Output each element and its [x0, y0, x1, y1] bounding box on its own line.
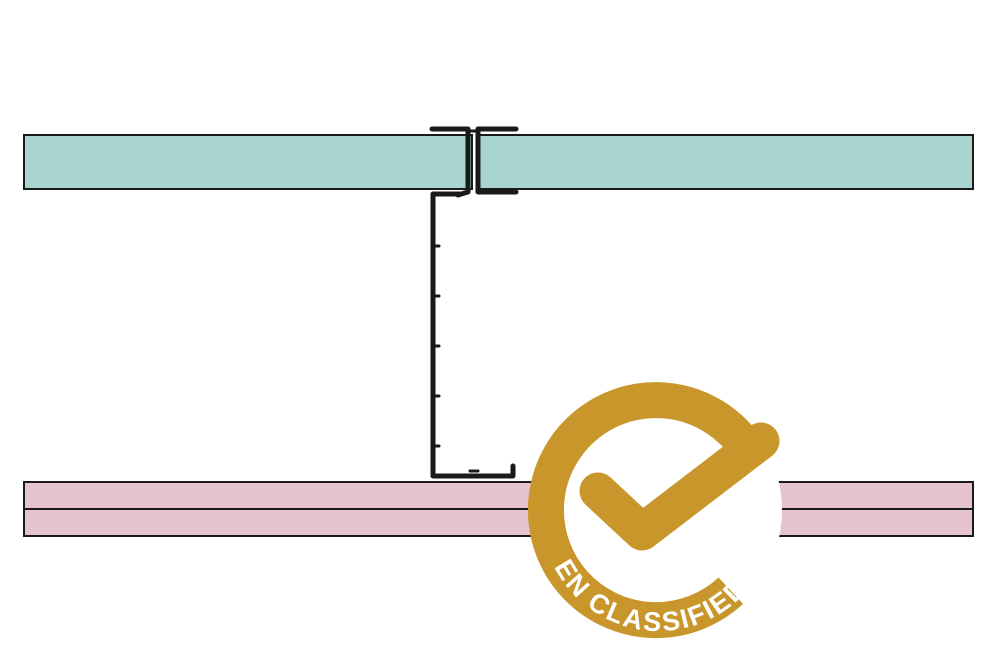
bottom-board-outer: [23, 481, 974, 510]
badge-ring: [527, 382, 755, 639]
top-board-left: [23, 134, 473, 190]
h-profile: [429, 126, 519, 198]
en-classified-badge: EN CLASSIFIED: [527, 382, 782, 639]
bottom-board-layer: [23, 481, 974, 537]
top-board-right: [477, 134, 974, 190]
top-board-layer: [23, 134, 974, 190]
c-stud-profile: [430, 191, 516, 479]
bottom-board-inner: [23, 508, 974, 537]
checkmark-icon: [579, 422, 780, 551]
